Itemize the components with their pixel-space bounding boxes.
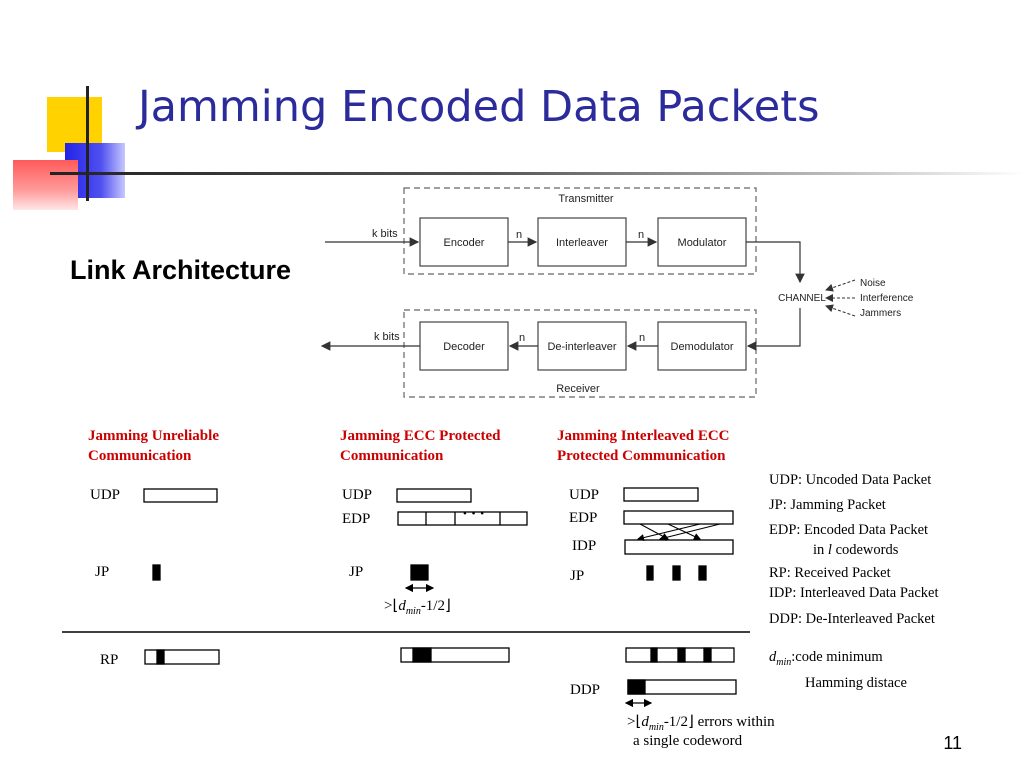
col3-rp-jam-1	[650, 647, 658, 663]
decor-red-square	[13, 160, 78, 210]
col3-dmin-expression: >⌊dmin-1/2⌋ errors within	[627, 714, 775, 733]
col3-edp-packet	[623, 510, 734, 525]
col1-rp-jam	[156, 649, 165, 665]
n-label-1: n	[516, 229, 522, 241]
decor-vertical-line	[86, 86, 89, 201]
col3-heading-line2: Protected Communication	[557, 448, 726, 464]
col1-udp-label: UDP	[90, 487, 121, 503]
transmitter-box	[403, 187, 757, 275]
legend: UDP: Uncoded Data Packet JP: Jamming Pac…	[769, 470, 939, 693]
noise-label: Noise	[860, 278, 886, 289]
jammers-label: Jammers	[860, 308, 901, 319]
slide-subtitle: Link Architecture	[70, 255, 292, 285]
interleave-arrow-4	[659, 523, 721, 541]
col3-rp-jam-3	[703, 647, 712, 663]
col1-udp-packet	[143, 488, 218, 503]
col2-heading-line2: Communication	[340, 448, 444, 464]
legend-idp: IDP: Interleaved Data Packet	[769, 585, 939, 601]
col1-rp-label: RP	[100, 652, 119, 668]
col2-heading: Jamming ECC Protected Communication	[340, 426, 501, 466]
slide-title: Jamming Encoded Data Packets	[138, 82, 820, 132]
col1-heading-line2: Communication	[88, 448, 192, 464]
col3-dmin-suffix: -1/2⌋ errors within	[663, 714, 775, 730]
col3-udp-packet	[623, 487, 699, 502]
title-underline	[50, 172, 1024, 175]
legend-edp-in: in	[813, 542, 828, 558]
modulator-label: Modulator	[678, 237, 727, 249]
receiver-label: Receiver	[556, 383, 600, 395]
col2-jp-label: JP	[349, 564, 364, 580]
n-label-2: n	[638, 229, 644, 241]
col1-jp-packet	[152, 564, 161, 581]
legend-edp-l: l	[827, 542, 832, 558]
legend-edp-codewords: in l codewords	[769, 540, 939, 560]
legend-udp: UDP: Uncoded Data Packet	[769, 472, 932, 488]
kbits-out-label: k bits	[374, 331, 400, 343]
decoder-label: Decoder	[443, 341, 485, 353]
decor-yellow-square	[47, 97, 102, 152]
channel-label: CHANNEL	[778, 293, 826, 304]
col3-heading: Jamming Interleaved ECC Protected Commun…	[557, 426, 730, 466]
col3-jp-packet-2	[672, 565, 681, 581]
col2-edp-packet	[397, 511, 528, 526]
col2-rp-jam	[412, 647, 432, 663]
col3-edp-label: EDP	[569, 510, 598, 526]
col3-jp-label: JP	[570, 568, 585, 584]
col3-jp-packet-3	[698, 565, 707, 581]
col2-edp-label: EDP	[342, 511, 371, 527]
col2-udp-label: UDP	[342, 487, 373, 503]
col2-udp-packet	[396, 488, 472, 503]
interleaver-block	[537, 217, 627, 267]
col2-dmin-expression: >⌊dmin-1/2⌋	[384, 598, 451, 617]
col2-heading-line1: Jamming ECC Protected	[340, 428, 501, 444]
col3-ddp-label: DDP	[570, 682, 601, 698]
col3-idp-label: IDP	[572, 538, 597, 554]
interference-label: Interference	[860, 293, 914, 304]
channel-rx-line	[746, 308, 801, 351]
packet-diagram	[62, 487, 750, 708]
link-architecture-diagram: Transmitter Receiver Encoder Interleaver…	[320, 187, 914, 398]
col2-dmin-suffix: -1/2	[420, 598, 445, 614]
interleave-arrow-3	[637, 523, 701, 541]
col1-rp-packet	[144, 649, 220, 665]
col3-ddp-jam	[627, 679, 646, 695]
receiver-box	[403, 309, 757, 398]
legend-edp: EDP: Encoded Data Packet	[769, 522, 929, 538]
col3-udp-label: UDP	[569, 487, 600, 503]
noise-arrow	[825, 279, 856, 292]
interleave-arrow-2	[667, 523, 701, 540]
tx-channel-line	[746, 241, 805, 284]
col3-heading-line1: Jamming Interleaved ECC	[557, 428, 730, 444]
legend-rp: RP: Received Packet	[769, 565, 891, 581]
col2-edp-dots: • • •	[463, 508, 486, 520]
legend-hamming: Hamming distace	[805, 674, 907, 691]
n-label-4: n	[519, 332, 525, 344]
col3-jp-packet-1	[646, 565, 654, 581]
col1-heading-line1: Jamming Unreliable	[88, 428, 219, 444]
legend-ddp: DDP: De-Interleaved Packet	[769, 611, 935, 627]
legend-edp-codewords-text: codewords	[831, 542, 899, 558]
col3-rp-jam-2	[677, 647, 686, 663]
n-label-3: n	[639, 332, 645, 344]
interleaver-label: Interleaver	[556, 237, 608, 249]
col3-single-codeword: a single codeword	[633, 733, 743, 749]
col2-jp-packet	[410, 564, 429, 581]
interleave-arrow-1	[639, 523, 669, 540]
legend-jp: JP: Jamming Packet	[769, 497, 886, 513]
page-number: 11	[943, 733, 962, 753]
decoder-block	[419, 321, 509, 371]
demodulator-block	[657, 321, 747, 371]
legend-dmin: dmin:code minimum	[769, 649, 883, 668]
legend-dmin-text: :code minimum	[791, 649, 883, 665]
col1-jp-label: JP	[95, 564, 110, 580]
transmitter-label: Transmitter	[558, 193, 614, 205]
kbits-in-label: k bits	[372, 228, 398, 240]
col3-idp-packet	[624, 539, 734, 555]
jammers-arrow	[825, 304, 856, 317]
deinterleaver-label: De-interleaver	[547, 341, 616, 353]
encoder-label: Encoder	[444, 237, 485, 249]
col1-heading: Jamming Unreliable Communication	[88, 426, 219, 466]
demodulator-label: Demodulator	[671, 341, 734, 353]
